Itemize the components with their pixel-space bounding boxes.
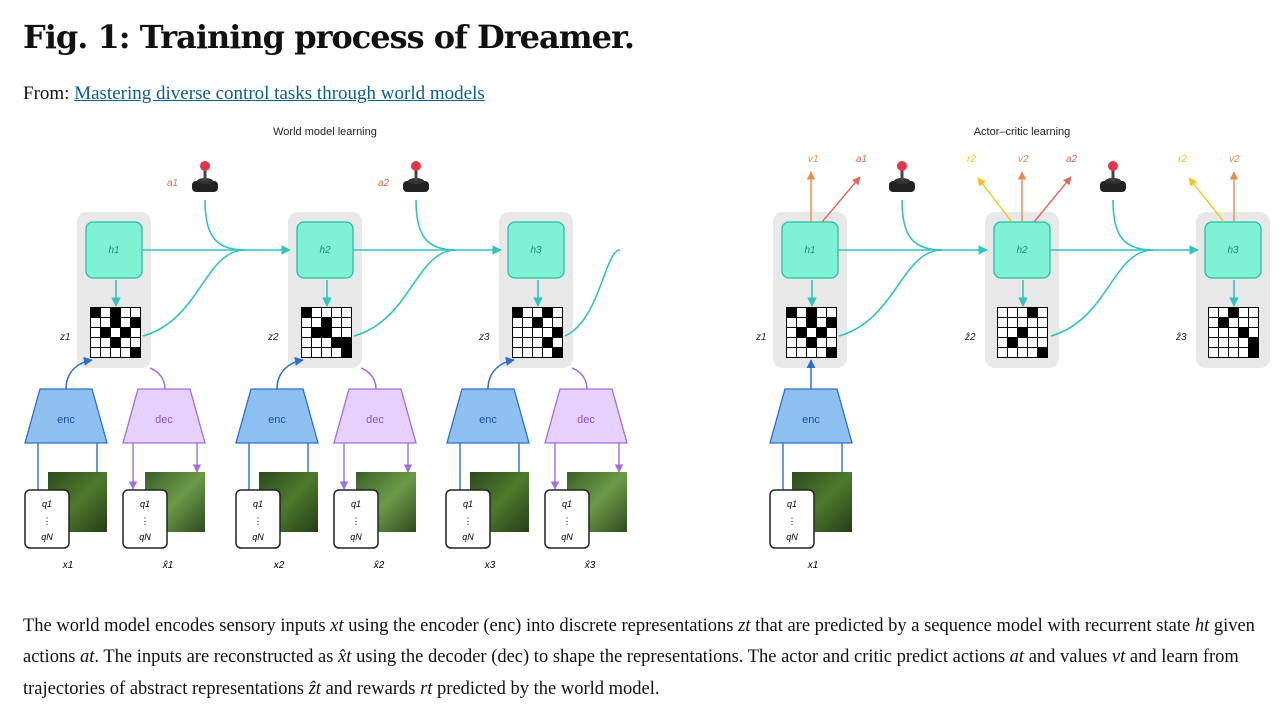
svg-text:⋮: ⋮: [254, 516, 263, 526]
vector-card: q1 ⋮ qN: [25, 490, 69, 548]
grid-z3: [512, 307, 563, 358]
vector-card: q1 ⋮ qN: [123, 490, 167, 548]
decoder-3: dec: [545, 389, 627, 443]
math-var: xt: [330, 616, 343, 636]
vector-card: q1 ⋮ qN: [236, 490, 280, 548]
svg-text:qN: qN: [462, 532, 474, 542]
ac-a2-label: a2: [1066, 154, 1078, 165]
svg-text:q1: q1: [42, 499, 52, 509]
xhat2-label: x̂2: [373, 559, 385, 571]
svg-text:⋮: ⋮: [788, 516, 797, 526]
dreamer-training-diagram: World model learning Actor–critic learni…: [0, 118, 1287, 588]
grid-z2: [301, 307, 352, 358]
ac-zhat2-label: ẑ2: [964, 332, 976, 343]
math-var: rt: [420, 679, 432, 699]
dec-label: dec: [577, 414, 595, 426]
svg-text:⋮: ⋮: [464, 516, 473, 526]
ac-grid-z2: [997, 307, 1048, 358]
joystick-icon: [889, 161, 915, 192]
svg-text:q1: q1: [253, 499, 263, 509]
dec-label: dec: [155, 414, 173, 426]
svg-text:qN: qN: [350, 532, 362, 542]
ac-a1-label: a1: [856, 154, 867, 165]
math-var: at: [80, 647, 94, 667]
joystick-icon: [1100, 161, 1126, 192]
math-var: vt: [1112, 647, 1125, 667]
z2-label: z2: [267, 332, 279, 343]
h2-label: h2: [319, 245, 331, 256]
math-var: ht: [1195, 616, 1209, 636]
v1-label: v1: [808, 154, 819, 165]
x3-label: x3: [484, 560, 496, 571]
encoder-3: enc: [447, 389, 529, 443]
math-var: zt: [738, 616, 750, 636]
encoder-2: enc: [236, 389, 318, 443]
joystick-icon: [192, 161, 218, 192]
h3-label: h3: [530, 245, 542, 256]
enc-label: enc: [802, 414, 820, 426]
ac-x1-label: x1: [807, 560, 819, 571]
xhat1-label: x̂1: [162, 559, 174, 571]
z3-label: z3: [478, 332, 490, 343]
ac-h3-label: h3: [1227, 245, 1239, 256]
vector-card: q1 ⋮ qN: [334, 490, 378, 548]
h1-label: h1: [108, 245, 119, 256]
joystick-icon: [403, 161, 429, 192]
math-var: x̂t: [338, 647, 351, 667]
svg-text:qN: qN: [41, 532, 53, 542]
enc-label: enc: [268, 414, 286, 426]
figure-title: Fig. 1: Training process of Dreamer.: [23, 18, 634, 56]
source-article-link[interactable]: Mastering diverse control tasks through …: [74, 83, 485, 104]
svg-text:qN: qN: [561, 532, 573, 542]
ac-grid-z1: [786, 307, 837, 358]
ac-z1-label: z1: [755, 332, 767, 343]
svg-text:⋮: ⋮: [563, 516, 572, 526]
xhat3-label: x̂3: [584, 559, 596, 571]
svg-text:qN: qN: [139, 532, 151, 542]
ac-h2-label: h2: [1016, 245, 1028, 256]
ac-encoder: enc: [770, 389, 852, 443]
v2-label-b: v2: [1229, 154, 1240, 165]
enc-label: enc: [479, 414, 497, 426]
ac-h1-label: h1: [804, 245, 815, 256]
dec-label: dec: [366, 414, 384, 426]
svg-text:⋮: ⋮: [43, 516, 52, 526]
grid-z1: [90, 307, 141, 358]
vector-card: q1 ⋮ qN: [446, 490, 490, 548]
svg-text:q1: q1: [787, 499, 797, 509]
decoder-1: dec: [123, 389, 205, 443]
actor-critic-panel-title: Actor–critic learning: [974, 126, 1071, 138]
world-model-panel-title: World model learning: [273, 126, 377, 138]
svg-text:q1: q1: [562, 499, 572, 509]
enc-label: enc: [57, 414, 75, 426]
ac-zhat3-label: ẑ3: [1175, 332, 1187, 343]
z-to-decoder-lines: [150, 368, 587, 389]
from-prefix: From:: [23, 83, 69, 104]
svg-text:qN: qN: [252, 532, 264, 542]
a2-label: a2: [378, 178, 390, 189]
r2-label: r2: [967, 154, 976, 165]
svg-text:q1: q1: [140, 499, 150, 509]
math-var: at: [1010, 647, 1024, 667]
svg-text:⋮: ⋮: [352, 516, 361, 526]
figure-caption: The world model encodes sensory inputs x…: [23, 611, 1273, 705]
svg-text:qN: qN: [786, 532, 798, 542]
x1-label: x1: [62, 560, 74, 571]
ac-grid-z3: [1208, 307, 1259, 358]
a1-label: a1: [167, 178, 178, 189]
encoder-1: enc: [25, 389, 107, 443]
svg-text:q1: q1: [351, 499, 361, 509]
svg-text:⋮: ⋮: [141, 516, 150, 526]
v2-label: v2: [1018, 154, 1029, 165]
x2-label: x2: [273, 560, 285, 571]
actor-critic-output-arrows: [811, 172, 1234, 222]
vector-card: q1 ⋮ qN: [545, 490, 589, 548]
decoder-2: dec: [334, 389, 416, 443]
z1-label: z1: [59, 332, 71, 343]
r2-label-b: r2: [1178, 154, 1187, 165]
source-line: From: Mastering diverse control tasks th…: [23, 83, 485, 105]
vector-card: q1 ⋮ qN: [770, 490, 814, 548]
svg-text:q1: q1: [463, 499, 473, 509]
math-var: ẑt: [309, 679, 321, 699]
